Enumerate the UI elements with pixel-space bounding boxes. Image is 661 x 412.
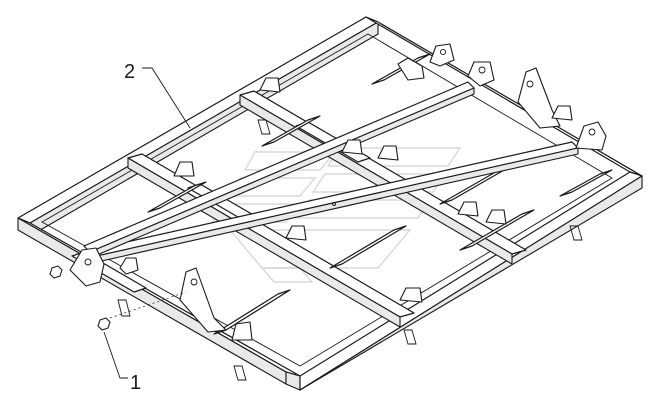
callout-2: 2 xyxy=(124,61,191,129)
nut-icon xyxy=(97,317,111,331)
company-logo-watermark xyxy=(210,147,462,283)
nut-parts xyxy=(49,202,336,331)
bracket-left-front xyxy=(69,247,105,287)
mounting-brackets xyxy=(69,43,607,341)
callout-label-2: 2 xyxy=(124,61,135,83)
callout-label-1: 1 xyxy=(130,372,141,394)
nut-icon xyxy=(49,265,63,279)
right-beam xyxy=(365,16,643,177)
callout-1: 1 xyxy=(103,331,141,394)
bracket-right-rear xyxy=(575,121,607,151)
bracket-right-front xyxy=(517,67,561,129)
tines xyxy=(117,119,583,381)
